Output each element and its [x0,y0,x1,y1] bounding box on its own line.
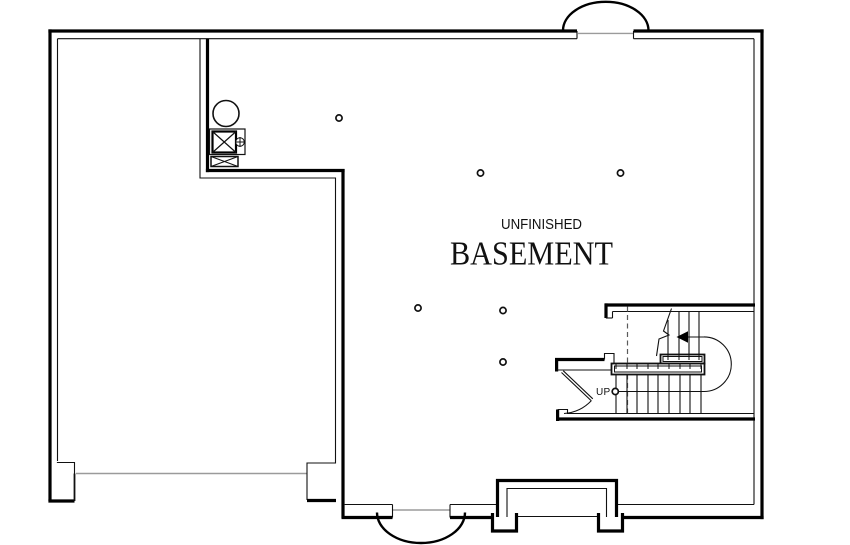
support-column-marker [476,169,485,177]
valve-icon [235,137,245,147]
stair-direction-arrow [676,331,688,343]
support-column-marker [335,114,343,122]
newel-post-marker [611,387,620,396]
entry-alcove [495,478,619,517]
stair-break-line [655,308,673,357]
opening-lines [76,32,633,511]
support-column-marker [616,169,625,177]
support-column-marker [499,306,507,315]
bottom-arch [375,512,467,545]
top-arch [561,0,650,31]
rail-ticks [615,355,702,369]
stair-door [561,370,594,414]
room-label-group: UNFINISHED BASEMENT [450,216,613,273]
stair-closet-wall [555,357,605,372]
vent-box-icon [210,155,239,168]
stair-treads-lower [615,374,702,414]
interior-wall-faces [56,31,755,518]
stair-walk-line [619,331,732,393]
staircase: UP [555,303,755,421]
mechanical-corner [208,99,246,168]
support-column-markers [335,114,625,366]
room-title: BASEMENT [450,236,613,273]
left-pier [490,513,519,533]
exterior-walls [48,29,764,533]
support-column-marker [414,304,422,312]
stair-treads-upper [667,311,700,355]
room-sublabel: UNFINISHED [501,216,582,233]
up-label: UP [596,387,611,398]
door-swing-arc [563,400,592,414]
support-column-marker [499,358,507,366]
right-pier [596,513,625,533]
arched-openings [375,0,650,545]
water-heater-icon [212,99,240,128]
